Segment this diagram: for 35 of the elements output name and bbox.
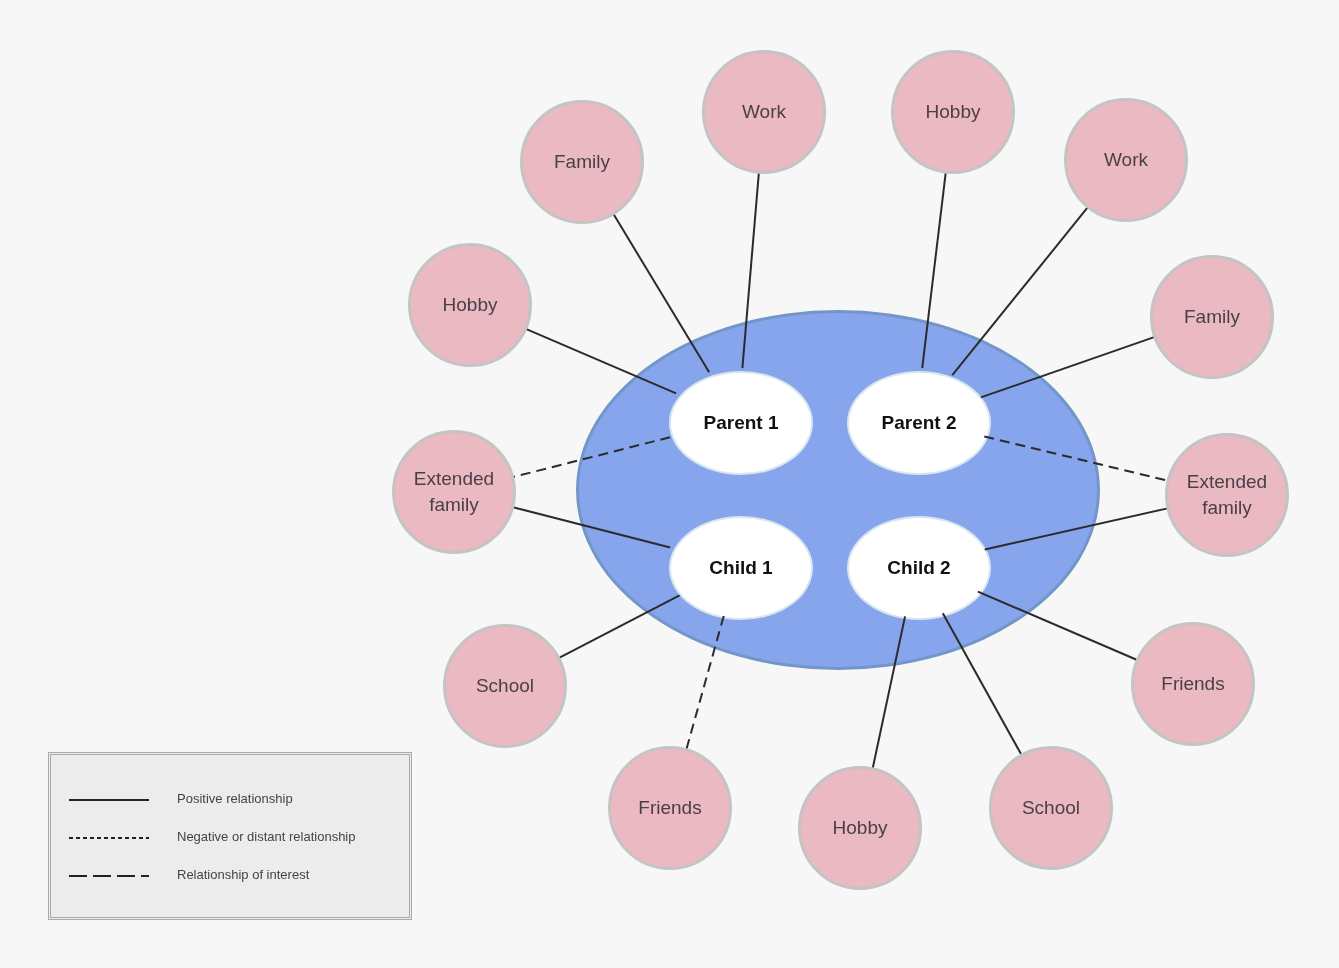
node-label: Hobby xyxy=(832,816,888,841)
node-label: Friends xyxy=(1161,672,1225,697)
relationship-line xyxy=(983,507,1168,551)
node-label: Child 1 xyxy=(709,556,773,581)
relationship-line xyxy=(513,506,672,549)
relationship-line xyxy=(559,594,681,659)
node-label: Work xyxy=(1104,148,1148,173)
legend-label: Negative or distant relationship xyxy=(177,829,356,844)
node-label: Parent 2 xyxy=(881,411,957,436)
relationship-line xyxy=(983,435,1168,482)
relationship-line xyxy=(951,207,1089,377)
node-label: Work xyxy=(742,100,786,125)
relationship-line xyxy=(741,172,760,370)
node-label: Extended family xyxy=(1185,470,1269,520)
node-label: School xyxy=(475,674,535,699)
relationship-line xyxy=(685,614,725,750)
node-label: Child 2 xyxy=(887,556,951,581)
node-label: Hobby xyxy=(442,293,498,318)
node-label: Family xyxy=(1184,305,1240,330)
relationship-line xyxy=(513,436,672,478)
relationship-line xyxy=(613,214,711,374)
relationship-line xyxy=(976,590,1138,661)
node-label: Parent 1 xyxy=(703,411,779,436)
legend-label: Positive relationship xyxy=(177,791,293,806)
node-label: Friends xyxy=(638,796,702,821)
relationship-line xyxy=(979,336,1155,399)
node-label: Hobby xyxy=(925,100,981,125)
relationship-line xyxy=(941,612,1022,755)
node-label: School xyxy=(1021,796,1081,821)
relationship-line xyxy=(526,328,678,395)
node-label: Extended family xyxy=(412,467,496,517)
node-label: Family xyxy=(554,150,610,175)
relationship-line xyxy=(921,172,947,370)
relationship-line xyxy=(871,615,907,769)
legend-label: Relationship of interest xyxy=(177,867,310,882)
